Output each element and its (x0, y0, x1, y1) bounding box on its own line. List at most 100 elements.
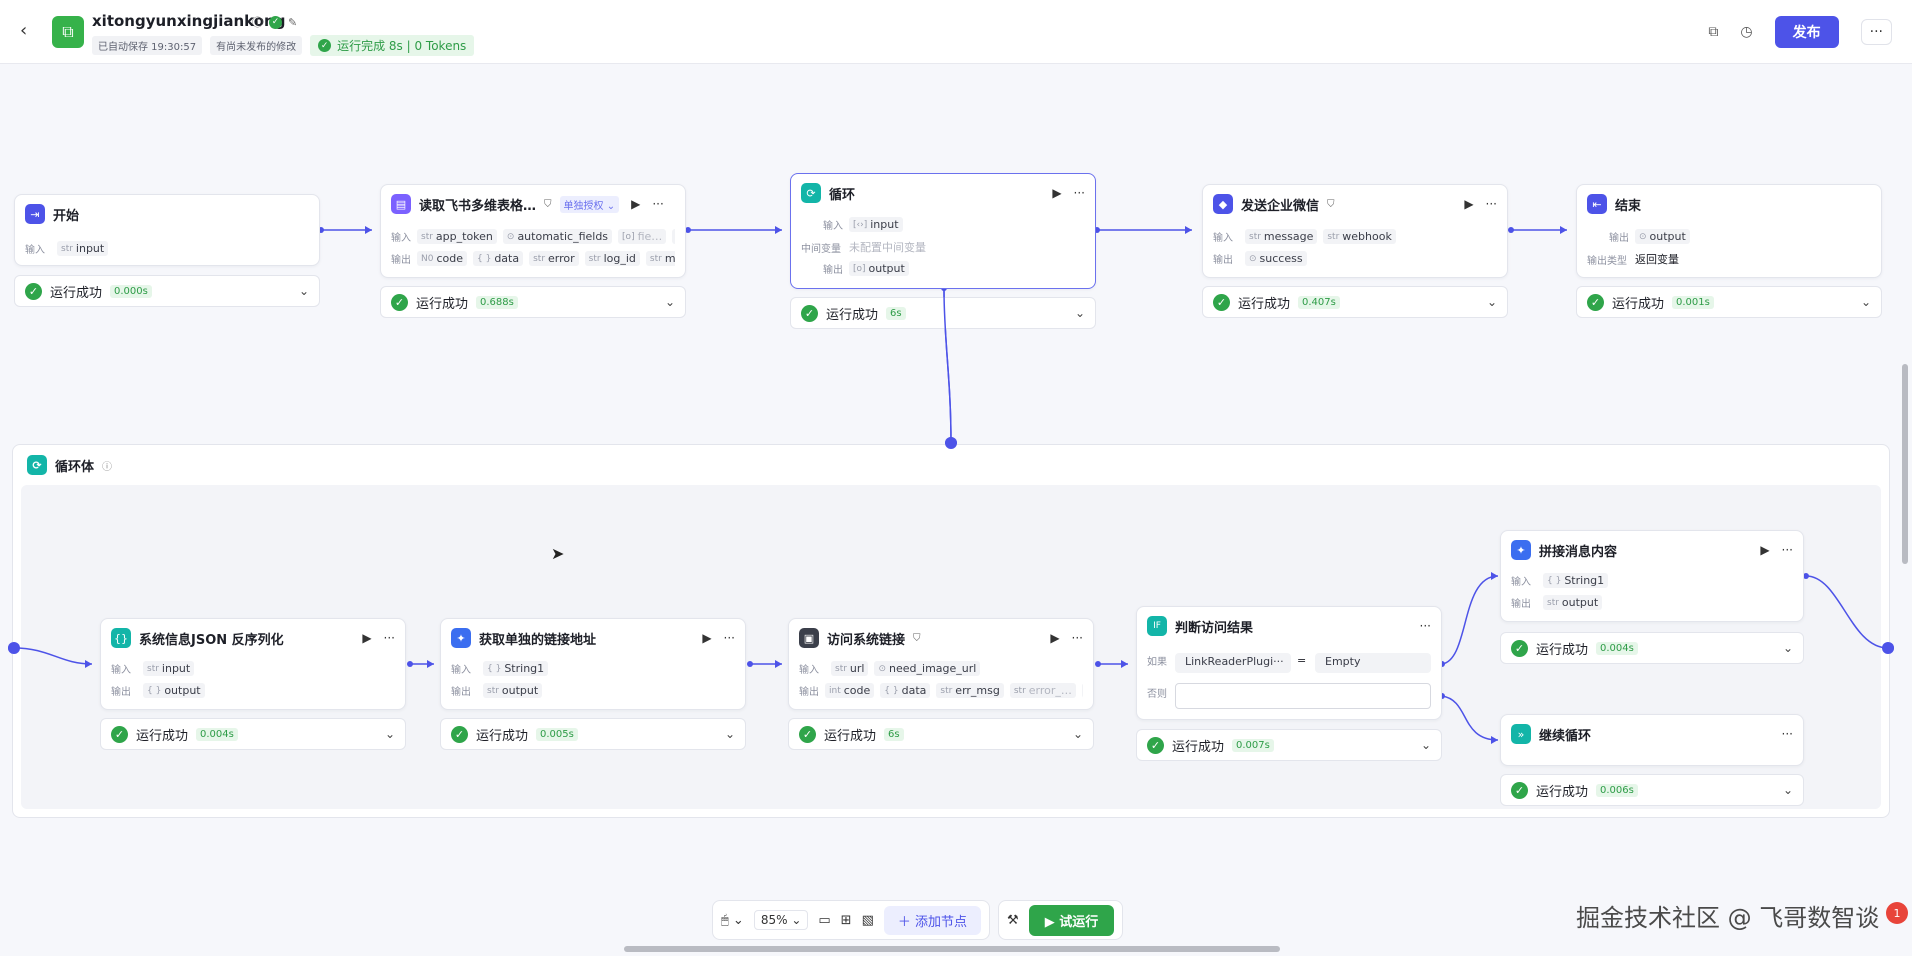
unpublished-chip: 有尚未发布的修改 (210, 36, 303, 55)
node-title: 循环 (829, 187, 856, 203)
info-icon[interactable]: ⓘ (102, 461, 113, 473)
more-icon[interactable]: ··· (652, 197, 664, 211)
var-type: str (835, 663, 847, 674)
run-status-chip[interactable]: ✓运行完成 8s | 0 Tokens (310, 35, 475, 56)
exit-icon: ⇤ (1587, 194, 1607, 214)
more-icon[interactable]: ··· (723, 631, 735, 645)
add-node-button[interactable]: ＋ 添加节点 (883, 905, 982, 935)
chevron-down-icon[interactable]: ⌄ (298, 284, 309, 298)
chevron-down-icon[interactable]: ⌄ (1074, 306, 1085, 320)
continue-status[interactable]: ✓ 运行成功 0.006s ⌄ (1500, 774, 1804, 806)
check-icon: ✓ (799, 725, 816, 743)
chevron-down-icon[interactable]: ⌄ (664, 295, 675, 309)
more-vars[interactable]: ··· (672, 229, 675, 244)
chevron-down-icon[interactable]: ⌄ (1860, 295, 1871, 309)
play-icon[interactable]: ▶ (1052, 186, 1062, 200)
end-status[interactable]: ✓ 运行成功 0.001s ⌄ (1576, 286, 1882, 318)
comment-icon[interactable]: ▭ (818, 912, 831, 928)
else-box[interactable] (1175, 683, 1431, 709)
loop-node[interactable]: ⟳ 循环 ▶ ··· 输入 [‹›]input 中间变量 未配置中间变量 输出 … (790, 173, 1096, 289)
more-icon[interactable]: ··· (1419, 619, 1431, 633)
history-icon[interactable]: ◷ (1740, 24, 1753, 40)
output-label: 输出 (111, 687, 131, 698)
judge-status[interactable]: ✓ 运行成功 0.007s ⌄ (1136, 729, 1442, 761)
node-title: 开始 (53, 208, 80, 224)
more-icon[interactable]: ··· (1781, 543, 1793, 557)
chevron-down-icon[interactable]: ⌄ (1782, 783, 1793, 797)
copy-icon[interactable]: ⧉ (1708, 24, 1719, 40)
auth-tag[interactable]: 单独授权 ⌄ (559, 195, 620, 213)
link-status[interactable]: ✓ 运行成功 0.005s ⌄ (440, 718, 746, 750)
mouse-cursor: ➤ (551, 544, 565, 563)
minimap-icon[interactable]: ▧ (861, 912, 874, 928)
visit-status[interactable]: ✓ 运行成功 6s ⌄ (788, 718, 1094, 750)
var-name: output (501, 684, 539, 697)
play-icon[interactable]: ▶ (1050, 631, 1060, 645)
output-label: 输出 (799, 687, 819, 698)
more-button[interactable]: ··· (1860, 19, 1892, 45)
play-icon[interactable]: ▶ (1464, 197, 1474, 211)
more-vars[interactable]: ··· (1081, 683, 1083, 698)
layout-icon[interactable]: ⊞ (840, 912, 852, 928)
continue-node[interactable]: » 继续循环 ··· (1500, 714, 1804, 766)
trial-run-button[interactable]: ▶ 试运行 (1028, 904, 1115, 936)
more-icon[interactable]: ··· (383, 631, 395, 645)
more-icon[interactable]: ··· (1781, 727, 1793, 741)
loop-status[interactable]: ✓ 运行成功 6s ⌄ (790, 297, 1096, 329)
node-title: 拼接消息内容 (1539, 544, 1618, 560)
horizontal-scrollbar[interactable] (624, 946, 1280, 952)
mouse-icon[interactable]: 🖱 ⌄ (721, 912, 744, 928)
more-icon[interactable]: ··· (1071, 631, 1083, 645)
play-icon[interactable]: ▶ (702, 631, 712, 645)
check-icon: ✓ (25, 282, 42, 300)
loop-icon: ⟳ (27, 455, 47, 475)
judge-node[interactable]: IF 判断访问结果 ··· 如果 LinkReaderPlugi··· = Em… (1136, 606, 1442, 720)
json-status[interactable]: ✓ 运行成功 0.004s ⌄ (100, 718, 406, 750)
feishu-status[interactable]: ✓ 运行成功 0.688s ⌄ (380, 286, 686, 318)
chevron-down-icon[interactable]: ⌄ (1420, 738, 1431, 752)
more-icon[interactable]: ··· (1485, 197, 1497, 211)
condition-right[interactable]: Empty (1315, 653, 1431, 673)
chevron-down-icon[interactable]: ⌄ (1486, 295, 1497, 309)
end-node[interactable]: ⇤ 结束 输出 ⊙output 输出类型 返回变量 (1576, 184, 1882, 278)
back-icon[interactable]: ‹ (20, 20, 28, 41)
play-icon[interactable]: ▶ (362, 631, 372, 645)
chevron-down-icon[interactable]: ⌄ (1072, 727, 1083, 741)
edit-icon[interactable]: ✎ (288, 15, 298, 29)
info-icon[interactable]: ⓘ (252, 16, 263, 29)
concat-status[interactable]: ✓ 运行成功 0.004s ⌄ (1500, 632, 1804, 664)
wechat-status[interactable]: ✓ 运行成功 0.407s ⌄ (1202, 286, 1508, 318)
publish-button[interactable]: 发布 (1774, 16, 1839, 48)
continue-icon: » (1511, 724, 1531, 744)
autosave-chip: 已自动保存 19:30:57 (92, 36, 203, 55)
status-time: 0.006s (1596, 783, 1638, 797)
more-icon[interactable]: ··· (1073, 186, 1085, 200)
notification-badge[interactable]: 1 (1886, 902, 1908, 924)
node-title: 结束 (1615, 198, 1642, 214)
play-icon[interactable]: ▶ (1760, 543, 1770, 557)
wand-icon[interactable]: ⚒ (1007, 912, 1019, 928)
var-name: code (843, 684, 871, 697)
condition-left[interactable]: LinkReaderPlugi··· (1175, 653, 1291, 673)
var-pill: [‹›]input (849, 217, 903, 232)
chevron-down-icon[interactable]: ⌄ (724, 727, 735, 741)
status-time: 0.004s (1596, 641, 1638, 655)
input-label: 输入 (799, 665, 819, 676)
start-status[interactable]: ✓ 运行成功 0.000s ⌄ (14, 275, 320, 307)
play-icon[interactable]: ▶ (631, 197, 641, 211)
var-name: output (1649, 230, 1686, 243)
chevron-down-icon[interactable]: ⌄ (1782, 641, 1793, 655)
vertical-scrollbar[interactable] (1902, 364, 1908, 564)
zoom-select[interactable]: 85% ⌄ (753, 910, 809, 930)
chevron-down-icon[interactable]: ⌄ (384, 727, 395, 741)
